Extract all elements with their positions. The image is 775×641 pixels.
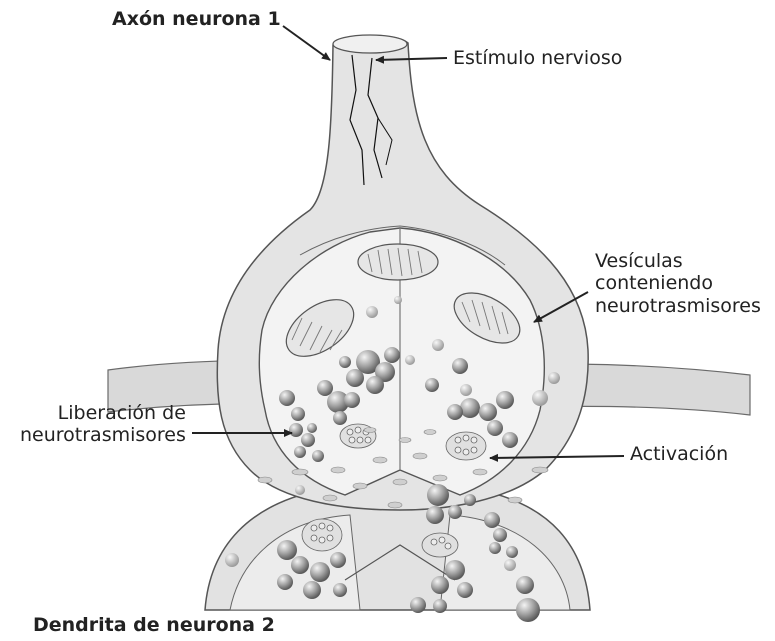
label-vesiculas: Vesículas conteniendo neurotrasmisores xyxy=(595,250,761,317)
mitochondria-center xyxy=(358,244,438,280)
vesicle-right-small xyxy=(548,372,560,384)
label-activacion: Activación xyxy=(630,443,728,465)
receptor-cluster-right xyxy=(446,432,486,460)
axon-top-opening xyxy=(333,35,407,53)
arrow-axon xyxy=(283,26,330,60)
label-vesiculas-line-1: Vesículas xyxy=(595,250,761,272)
vesicle-right-edge xyxy=(532,390,548,406)
label-axon-neurona-1: Axón neurona 1 xyxy=(112,8,281,30)
label-vesiculas-line-3: neurotrasmisores xyxy=(595,295,761,317)
label-dendrita-neurona-2: Dendrita de neurona 2 xyxy=(33,614,275,636)
label-liberacion: Liberación de neurotrasmisores xyxy=(20,402,186,447)
label-estimulo-nervioso: Estímulo nervioso xyxy=(453,47,622,69)
label-vesiculas-line-2: conteniendo xyxy=(595,272,761,294)
label-liberacion-line-2: neurotrasmisores xyxy=(20,424,186,446)
label-liberacion-line-1: Liberación de xyxy=(20,402,186,424)
